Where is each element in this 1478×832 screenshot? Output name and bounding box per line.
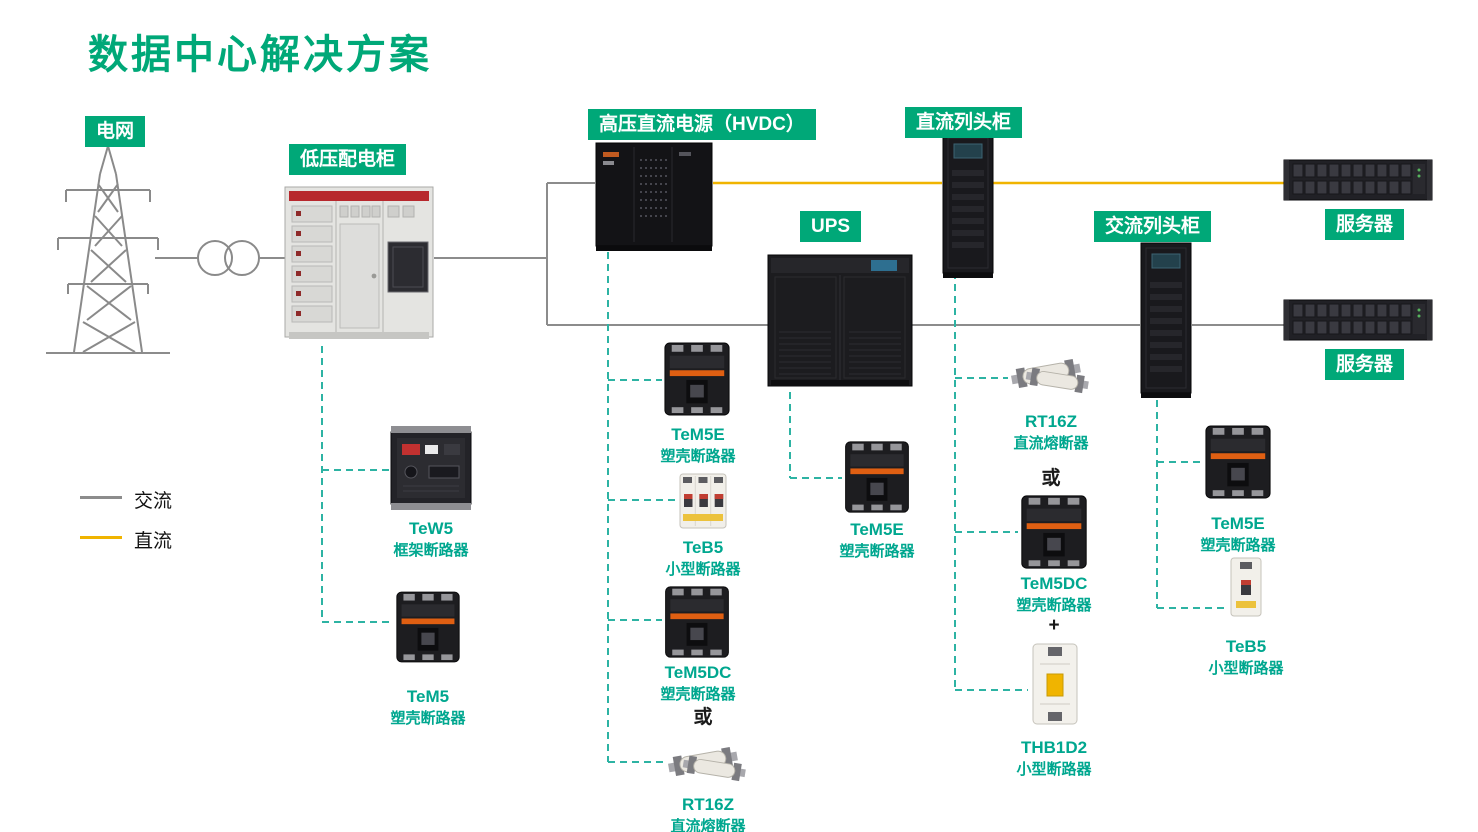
- product-type: 塑壳断路器: [660, 447, 736, 465]
- product-name: RT16Z: [1025, 412, 1077, 431]
- product-type: 小型断路器: [1016, 760, 1092, 778]
- rt16z-dc-caption: RT16Z 直流熔断器: [985, 411, 1117, 454]
- product-type: 框架断路器: [393, 541, 469, 559]
- product-type: 塑壳断路器: [660, 685, 736, 703]
- plus-connector-dc: +: [1048, 615, 1060, 636]
- product-name: RT16Z: [682, 795, 734, 814]
- or-connector-hvdc: 或: [693, 707, 713, 728]
- dc-row-cabinet-image: [942, 132, 994, 280]
- tem5dc-hvdc-breaker-image: [662, 583, 732, 661]
- product-type: 塑壳断路器: [390, 709, 466, 727]
- product-connector-lines: [321, 252, 1228, 763]
- tew5-caption: TeW5 框架断路器: [366, 518, 496, 561]
- teb5-hvdc-breaker-image: [678, 472, 728, 530]
- product-name: TeM5DC: [1020, 574, 1088, 593]
- rt16z-dc-fuse-image: [1008, 350, 1094, 404]
- product-name: TeM5E: [671, 425, 725, 444]
- thb1d2-breaker-image: [1028, 642, 1082, 726]
- product-type: 小型断路器: [665, 560, 741, 578]
- or-connector-dc: 或: [1041, 468, 1061, 489]
- rt16z-hvdc-fuse-image: [666, 738, 750, 792]
- product-name: TeM5E: [850, 520, 904, 539]
- tem5-caption: TeM5 塑壳断路器: [363, 686, 493, 729]
- label-power-grid: 电网: [85, 116, 146, 147]
- tem5e-ups-caption: TeM5E 塑壳断路器: [811, 519, 943, 562]
- product-type: 直流熔断器: [670, 817, 746, 832]
- product-type: 直流熔断器: [1013, 434, 1089, 452]
- legend-dc-label: 直流: [134, 531, 173, 552]
- ac-row-cabinet-image: [1140, 242, 1192, 400]
- tem5dc-dc-caption: TeM5DC 塑壳断路器: [988, 573, 1120, 616]
- ups-cabinet-image: [767, 254, 913, 392]
- tem5dc-hvdc-caption: TeM5DC 塑壳断路器: [632, 662, 764, 705]
- teb5-hvdc-caption: TeB5 小型断路器: [638, 537, 768, 580]
- hvdc-cabinet-image: [595, 142, 713, 252]
- tem5e-hvdc-caption: TeM5E 塑壳断路器: [632, 424, 764, 467]
- label-lv-cabinet: 低压配电柜: [289, 144, 407, 175]
- teb5-ac-caption: TeB5 小型断路器: [1180, 636, 1312, 679]
- product-type: 小型断路器: [1208, 659, 1284, 677]
- label-hvdc: 高压直流电源（HVDC）: [588, 109, 816, 140]
- label-dc-row: 直流列头柜: [905, 107, 1023, 138]
- server-bottom-image: [1283, 298, 1433, 342]
- teb5-ac-breaker-image: [1228, 556, 1264, 618]
- product-name: THB1D2: [1020, 738, 1088, 757]
- product-name: TeM5E: [1211, 514, 1265, 533]
- label-ac-row: 交流列头柜: [1094, 211, 1212, 242]
- tew5-breaker-image: [389, 424, 473, 512]
- product-name: TeM5DC: [664, 663, 732, 682]
- label-server-top: 服务器: [1325, 209, 1405, 240]
- thb1d2-caption: THB1D2 小型断路器: [989, 737, 1119, 780]
- product-type: 塑壳断路器: [1200, 536, 1276, 554]
- label-ups: UPS: [800, 211, 862, 242]
- rt16z-hvdc-caption: RT16Z 直流熔断器: [642, 794, 774, 832]
- product-type: 塑壳断路器: [839, 542, 915, 560]
- transformer-symbol: [197, 240, 260, 276]
- tem5-breaker-image: [394, 588, 462, 666]
- power-grid-tower-image: [57, 142, 159, 353]
- lv-cabinet-image: [284, 184, 434, 346]
- page-title: 数据中心解决方案: [88, 33, 432, 77]
- server-top-image: [1283, 158, 1433, 202]
- legend-dc-line: [80, 536, 122, 539]
- tem5e-ac-breaker-image: [1203, 422, 1273, 502]
- product-name: TeW5: [408, 519, 454, 538]
- product-type: 塑壳断路器: [1016, 596, 1092, 614]
- tem5dc-dc-breaker-image: [1018, 492, 1090, 572]
- tem5e-ac-caption: TeM5E 塑壳断路器: [1172, 513, 1304, 556]
- tem5e-hvdc-breaker-image: [662, 338, 732, 420]
- label-server-bottom: 服务器: [1325, 349, 1405, 380]
- legend-ac-line: [80, 496, 122, 499]
- product-name: TeM5: [406, 687, 450, 706]
- product-name: TeB5: [1225, 637, 1267, 656]
- product-name: TeB5: [682, 538, 724, 557]
- legend-ac-label: 交流: [134, 491, 173, 512]
- tem5e-ups-breaker-image: [842, 438, 912, 516]
